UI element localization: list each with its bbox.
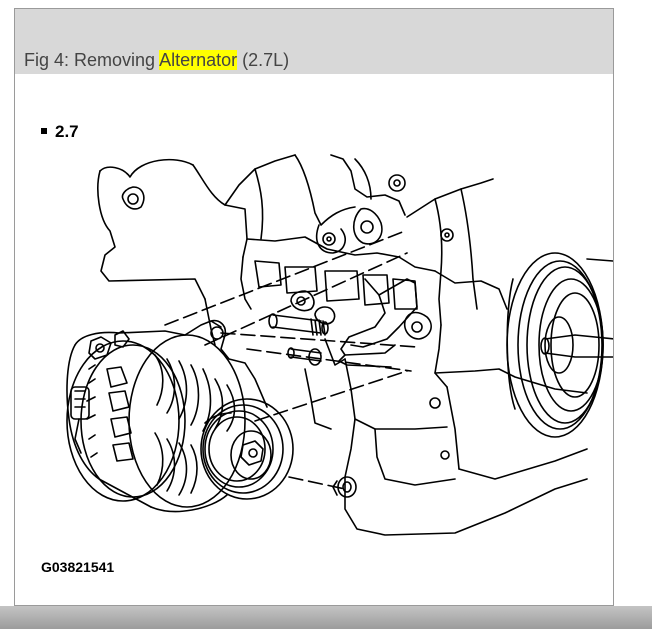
caption-suffix: (2.7L) [237, 50, 290, 70]
alternator [66, 319, 268, 513]
figure-frame: Fig 4: Removing Alternator (2.7L) 2.7 [14, 8, 614, 606]
through-bolt [268, 313, 329, 336]
mounting-bracket [338, 278, 396, 368]
alternator-pulley [200, 398, 294, 500]
assembly-lines [164, 230, 418, 490]
mounting-bolt [287, 347, 322, 366]
figure-id: G03821541 [41, 559, 115, 575]
window-bottom-strip [0, 606, 652, 629]
caption-bar: Fig 4: Removing Alternator (2.7L) [15, 9, 613, 74]
engine-label: 2.7 [41, 122, 79, 142]
bullet-square-icon [41, 127, 47, 134]
engine-label-text: 2.7 [55, 122, 79, 141]
alternator-diagram [66, 154, 613, 536]
figure-caption: Fig 4: Removing Alternator (2.7L) [24, 50, 289, 71]
crankshaft-pulley [506, 252, 613, 438]
page-margin [613, 0, 652, 606]
caption-highlight: Alternator [159, 50, 238, 70]
caption-prefix: Fig 4: Removing [24, 50, 160, 70]
nut [332, 476, 357, 498]
